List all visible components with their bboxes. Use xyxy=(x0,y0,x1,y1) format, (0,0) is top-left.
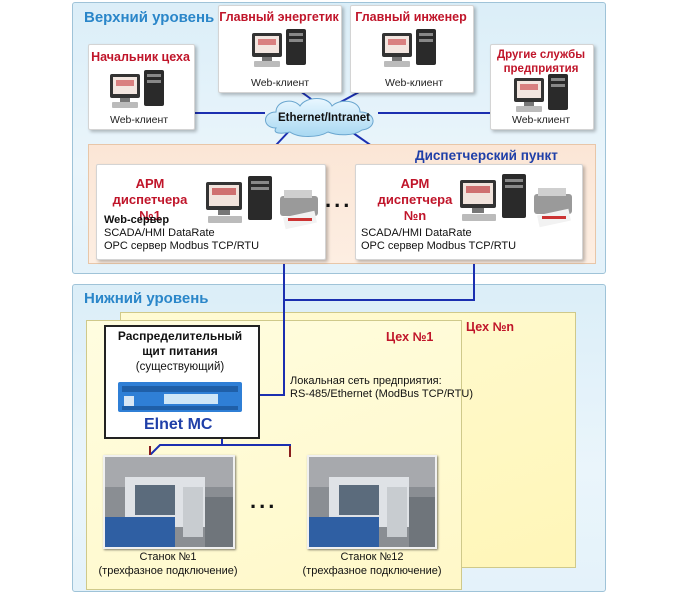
armN-scada: SCADA/HMI DataRate xyxy=(361,227,472,239)
cloud-icon xyxy=(258,94,382,143)
client-role-chief-engineer: Главный инженер xyxy=(355,10,467,24)
panel-title: Распределительный щит питания xyxy=(117,329,243,358)
arm1-opc: OPC сервер Modbus TCP/RTU xyxy=(104,240,260,252)
computer-icon xyxy=(380,27,440,76)
arm1-scada: SCADA/HMI DataRate xyxy=(104,227,215,239)
lower-level-title: Нижний уровень xyxy=(84,290,209,307)
machine-1-note: (трехфазное подключение) xyxy=(98,565,238,577)
arm1-title: АРМ диспетчера №1 xyxy=(112,176,188,223)
workshop-1-title: Цех №1 xyxy=(386,330,434,344)
dispatch-title: Диспетчерский пункт xyxy=(415,148,558,163)
client-label-chief-power: Web-клиент xyxy=(251,77,310,89)
machine-1-name: Станок №1 xyxy=(139,551,197,563)
local-network-protocol: RS-485/Ethernet (ModBus TCP/RTU) xyxy=(290,388,473,400)
computer-icon xyxy=(250,27,310,76)
machines-ellipsis: ... xyxy=(250,488,278,513)
client-role-shop-head: Начальник цеха xyxy=(91,50,190,64)
client-label-shop-head: Web-клиент xyxy=(110,114,169,126)
client-label-chief-engineer: Web-клиент xyxy=(385,77,444,89)
armN-title: АРМ диспетчера №n xyxy=(377,176,453,223)
local-network-label: Локальная сеть предприятия: xyxy=(290,375,442,387)
network-label: Ethernet/Intranet xyxy=(278,112,371,124)
machine-12-note: (трехфазное подключение) xyxy=(302,565,442,577)
arm1-web-server: Web-сервер xyxy=(104,214,170,226)
machine-1-photo xyxy=(103,455,235,549)
client-label-other-services: Web-клиент xyxy=(512,114,571,126)
elnet-device-label: Elnet MC xyxy=(144,416,213,433)
machine-12-photo xyxy=(307,455,437,549)
client-role-other-services: Другие службы предприятия xyxy=(496,49,586,75)
panel-subtitle: (существующий) xyxy=(135,361,225,373)
elnet-device-icon xyxy=(118,380,244,421)
workshop-n-title: Цех №n xyxy=(466,320,515,334)
upper-level-title: Верхний уровень xyxy=(84,9,215,26)
computer-icon xyxy=(108,68,168,117)
armN-opc: OPC сервер Modbus TCP/RTU xyxy=(361,240,517,252)
workstation-icon xyxy=(204,174,322,237)
client-role-chief-power: Главный энергетик xyxy=(219,10,339,24)
client-card-shop-head xyxy=(88,44,195,130)
dispatch-ellipsis: ... xyxy=(325,187,353,212)
workstation-icon xyxy=(458,172,576,235)
computer-icon xyxy=(512,72,572,121)
machine-12-name: Станок №12 xyxy=(340,551,404,563)
